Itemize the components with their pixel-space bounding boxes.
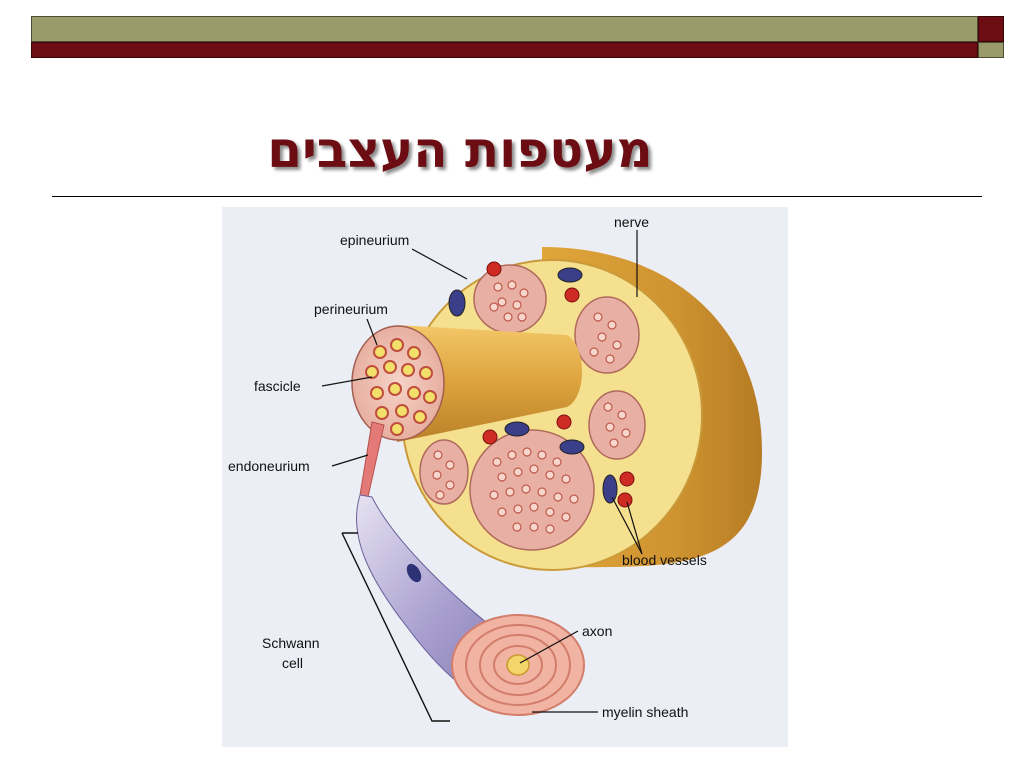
schwann-nucleus <box>406 563 422 583</box>
fascicle-tube <box>397 325 582 442</box>
blood-vessel-markers <box>448 261 635 508</box>
label-schwann-cell-line1: Schwann <box>262 635 320 651</box>
label-perineurium: perineurium <box>314 301 388 317</box>
label-blood-vessels: blood vessels <box>622 552 707 568</box>
schwann-bracket <box>341 532 450 722</box>
label-schwann-cell-line2: cell <box>282 655 303 671</box>
label-axon: axon <box>582 623 612 639</box>
label-endoneurium: endoneurium <box>228 458 310 474</box>
fascicle-axons <box>365 338 437 436</box>
label-nerve: nerve <box>614 214 649 230</box>
slide-title: מעטפות העצבים <box>267 121 653 179</box>
header-bar-olive <box>31 16 978 42</box>
myelin-rings <box>451 614 585 716</box>
label-myelin-sheath: myelin sheath <box>602 704 688 720</box>
header-bar-maroon <box>31 42 978 58</box>
nerve-fascicles <box>419 264 646 551</box>
label-fascicle: fascicle <box>254 378 301 394</box>
header-square-olive <box>978 42 1004 58</box>
title-divider <box>52 196 982 197</box>
axon-core <box>506 654 530 676</box>
header-square-maroon <box>978 16 1004 42</box>
nerve-anatomy-diagram: nerve epineurium perineurium fascicle en… <box>222 207 788 747</box>
leader-lines <box>321 230 643 713</box>
label-epineurium: epineurium <box>340 232 409 248</box>
